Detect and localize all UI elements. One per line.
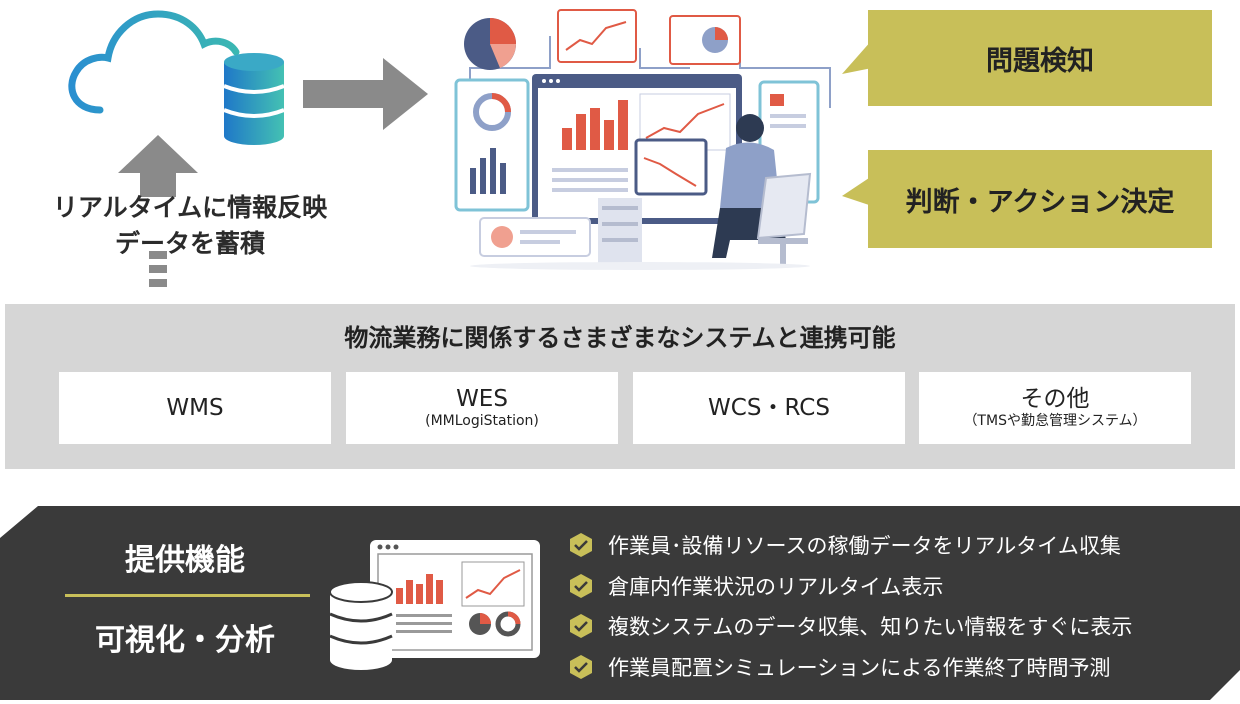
system-box-other: その他 （TMSや勤怠管理システム） xyxy=(919,372,1191,444)
system-sub: (MMLogiStation) xyxy=(425,413,539,429)
feature-text: 作業員配置シミュレーションによる作業終了時間予測 xyxy=(608,655,1111,680)
features-sublabel: 可視化・分析 xyxy=(95,623,275,658)
list-item: 作業員配置シミュレーションによる作業終了時間予測 xyxy=(568,647,1228,688)
callout-detect: 問題検知 xyxy=(868,10,1212,106)
dashboard-illustration xyxy=(454,9,831,270)
callout-decide: 判断・アクション決定 xyxy=(868,150,1212,248)
list-item: 複数システムのデータ収集、知りたい情報をすぐに表示 xyxy=(568,606,1228,647)
list-item: 作業員･設備リソースの稼働データをリアルタイム収集 xyxy=(568,525,1228,566)
callout-pointer-decide xyxy=(842,176,872,206)
database-icon xyxy=(223,53,285,145)
accumulate-caption: リアルタイムに情報反映 データを蓄積 xyxy=(20,190,360,262)
system-box-wes: WES (MMLogiStation) xyxy=(346,372,618,444)
system-box-wms: WMS xyxy=(59,372,331,444)
database-icon xyxy=(329,581,393,670)
callout-pointer-detect xyxy=(842,40,872,74)
check-icon xyxy=(570,654,592,679)
integration-title: 物流業務に関係するさまざまなシステムと連携可能 xyxy=(344,324,896,352)
list-item: 倉庫内作業状況のリアルタイム表示 xyxy=(568,566,1228,607)
check-icon xyxy=(570,573,592,598)
accumulate-line2: データを蓄積 xyxy=(114,229,265,258)
feature-text: 倉庫内作業状況のリアルタイム表示 xyxy=(608,574,944,599)
features-label: 提供機能 xyxy=(125,543,245,578)
system-name: その他 xyxy=(1020,386,1090,412)
system-name: WCS・RCS xyxy=(708,395,830,421)
feature-text: 複数システムのデータ収集、知りたい情報をすぐに表示 xyxy=(608,615,1133,640)
features-divider xyxy=(65,594,310,597)
system-box-wcs-rcs: WCS・RCS xyxy=(633,372,905,444)
right-arrow-icon xyxy=(303,58,428,130)
feature-text: 作業員･設備リソースの稼働データをリアルタイム収集 xyxy=(608,534,1121,559)
cloud-database-icon xyxy=(68,10,285,145)
features-list: 作業員･設備リソースの稼働データをリアルタイム収集 倉庫内作業状況のリアルタイム… xyxy=(568,525,1228,687)
check-icon xyxy=(570,614,592,639)
features-panel xyxy=(0,506,1240,700)
check-icon xyxy=(570,533,592,558)
system-name: WES xyxy=(456,386,508,412)
system-sub: （TMSや勤怠管理システム） xyxy=(963,413,1147,429)
accumulate-line1: リアルタイムに情報反映 xyxy=(52,193,328,222)
system-name: WMS xyxy=(166,395,224,421)
monitor-icon xyxy=(329,540,540,670)
up-arrow-icon xyxy=(118,135,198,287)
